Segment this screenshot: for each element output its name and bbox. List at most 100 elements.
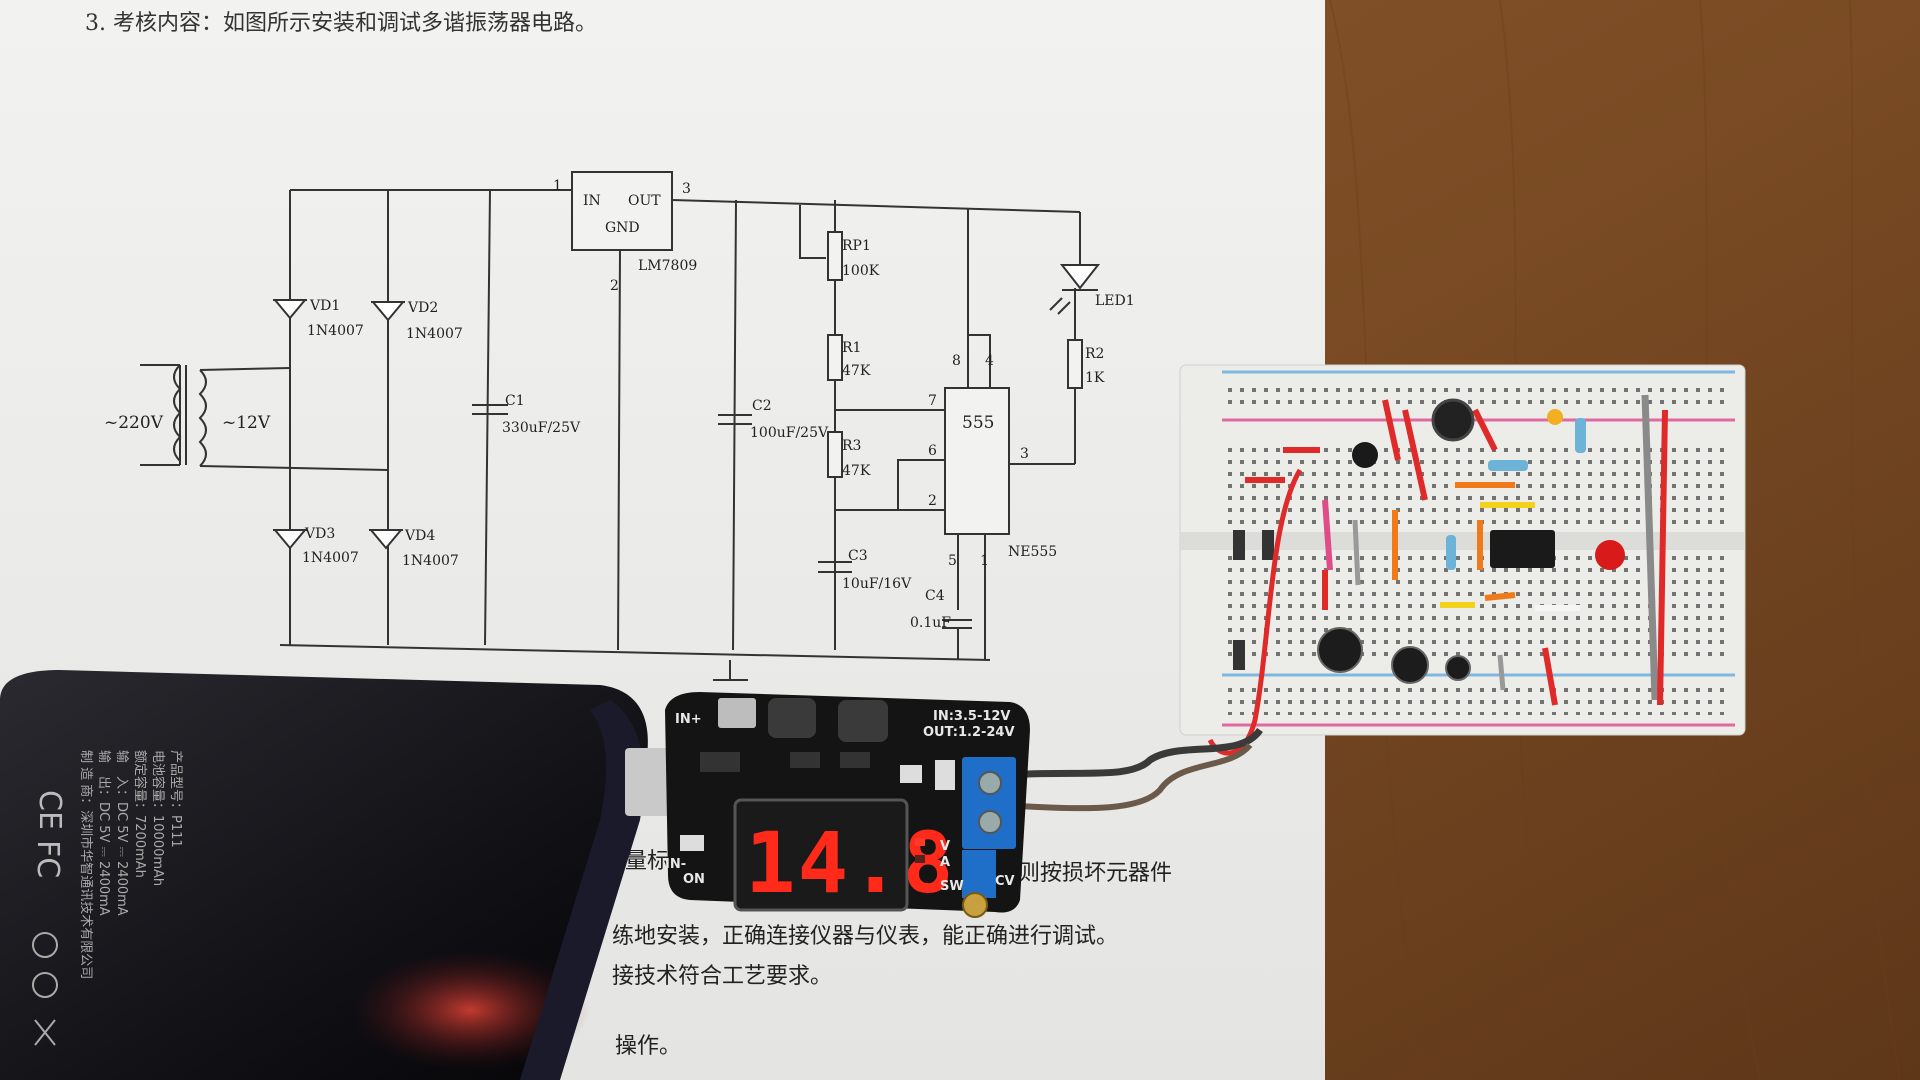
inductor-2	[838, 700, 888, 742]
screw-terminal	[962, 757, 1016, 849]
sw-label: SW	[940, 879, 964, 894]
transistor	[1352, 442, 1378, 468]
resistor-r1-value: 47K	[842, 363, 871, 379]
diode-vd3-ref: VD3	[304, 526, 335, 542]
body-line-1: 量标	[625, 849, 669, 874]
breadboard	[1179, 364, 1746, 756]
diode-2	[1262, 530, 1274, 560]
label-line-6: 制 造 商：深圳市华智通讯技术有限公司	[78, 750, 94, 979]
spec-line-1: IN:3.5-12V	[933, 709, 1011, 724]
diode-vd2-ref: VD2	[407, 300, 438, 316]
capacitor-medium	[1391, 646, 1429, 684]
body-line-3: 练地安装，正确连接仪器与仪表，能正确进行调试。	[612, 924, 1118, 949]
diode-vd2-part: 1N4007	[406, 326, 463, 342]
weee-icon	[34, 1019, 56, 1046]
capacitor-c2-ref: C2	[752, 398, 772, 414]
ic-pin-6: 6	[928, 443, 937, 459]
on-switch[interactable]	[680, 835, 704, 851]
ic-555-name: 555	[962, 413, 994, 433]
led1-label: LED1	[1095, 293, 1135, 309]
document-heading: 3. 考核内容：如图所示安装和调试多谐振荡器电路。	[85, 11, 597, 36]
transformer-secondary-label: ~12V	[222, 413, 271, 433]
resistor-r2-ref: R2	[1085, 346, 1104, 362]
seven-segment-display	[733, 798, 909, 912]
inductor-1	[768, 698, 816, 738]
on-label: ON	[683, 872, 705, 887]
document-body: 量标 则按损坏元器件 练地安装，正确连接仪器与仪表，能正确进行调试。 接技术符合…	[612, 849, 1172, 1059]
label-line-2: 电池容量：10000mAh	[150, 750, 166, 886]
capacitor-c1-value: 330uF/25V	[502, 420, 581, 436]
ic-pin-4: 4	[985, 353, 994, 369]
regulator-in-label: IN	[583, 193, 601, 209]
capacitor-c4-value: 0.1uF	[910, 615, 951, 631]
diode-vd4-part: 1N4007	[402, 553, 459, 569]
regulator-pin-2: 2	[610, 278, 619, 294]
resistor-r2-value: 1K	[1085, 370, 1105, 386]
resistor-blue	[1488, 460, 1528, 471]
trimmer-pot[interactable]	[962, 850, 996, 898]
ic-pin-7: 7	[928, 393, 937, 409]
label-line-4: 输 入：DC 5V ⎓ 2400mA	[114, 750, 130, 916]
resistor-blue-2	[1575, 418, 1586, 453]
diode-1	[1233, 530, 1245, 560]
resistor-rp1-ref: RP1	[842, 238, 871, 254]
capacitor-small	[1445, 655, 1471, 681]
capacitor-c3-value: 10uF/16V	[842, 576, 912, 592]
diode-vd4-ref: VD4	[404, 528, 435, 544]
diode-vd3-part: 1N4007	[302, 550, 359, 566]
resistor-r1-ref: R1	[842, 340, 861, 356]
body-line-2: 则按损坏元器件	[1018, 861, 1172, 886]
in-plus-label: IN+	[675, 712, 702, 727]
mode-v-led	[915, 838, 925, 846]
capacitor-c1-ref: C1	[505, 393, 525, 409]
potentiometer	[1431, 398, 1475, 442]
circuit-schematic	[140, 171, 1101, 681]
fc-mark: FC	[30, 840, 65, 878]
resistor-rp1-value: 100K	[842, 263, 880, 279]
output-cable-2	[1004, 742, 1253, 812]
mode-a-label: A	[940, 855, 950, 870]
transformer-primary-label: ~220V	[104, 413, 164, 433]
recycle-icon	[32, 932, 58, 958]
trimmer-screw[interactable]	[962, 892, 988, 918]
ic-pin-2: 2	[928, 493, 937, 509]
converter-board: 14.8 IN+ IN:3.5-12V OUT:1.2-24V V A SW C…	[665, 692, 1030, 918]
certification-icon	[32, 972, 58, 998]
cv-label: CV	[995, 874, 1015, 889]
regulator-pin-3: 3	[682, 181, 691, 197]
label-line-1: 产品型号：P111	[168, 750, 183, 848]
mode-v-label: V	[940, 839, 950, 854]
power-bank: CE FC 产品型号：P111 电池容量：10000mAh 额定容量：7200m…	[0, 670, 680, 1080]
micro-usb-port	[718, 698, 756, 728]
body-line-5: 操作。	[615, 1034, 681, 1059]
ic-pin-3: 3	[1020, 446, 1029, 462]
resistor-r3-ref: R3	[842, 438, 861, 454]
reflection	[350, 950, 590, 1070]
ceramic-capacitor	[1547, 409, 1563, 425]
label-line-5: 输 出：DC 5V ⎓ 2400mA	[96, 750, 112, 916]
label-line-3: 额定容量：7200mAh	[132, 750, 148, 878]
mode-a-led	[915, 855, 925, 863]
usb-plug	[625, 748, 675, 816]
output-cable-1	[1004, 727, 1263, 779]
diode-vd1-part: 1N4007	[307, 323, 364, 339]
ic-pin-8: 8	[952, 353, 961, 369]
resistor-blue-3	[1446, 535, 1456, 570]
in-minus-label: IN-	[665, 857, 686, 872]
regulator-part-label: LM7809	[638, 258, 697, 274]
capacitor-c2-value: 100uF/25V	[750, 425, 829, 441]
spec-line-2: OUT:1.2-24V	[923, 725, 1015, 740]
capacitor-c4-ref: C4	[925, 588, 945, 604]
ne555-chip	[1490, 530, 1555, 568]
ic-pin-1: 1	[980, 553, 989, 569]
body-line-4: 接技术符合工艺要求。	[612, 964, 832, 989]
regulator-pin-1: 1	[553, 178, 562, 194]
capacitor-c3-ref: C3	[848, 548, 868, 564]
red-led	[1595, 540, 1625, 570]
capacitor-large	[1317, 627, 1363, 673]
ic-pin-5: 5	[948, 553, 957, 569]
ce-mark: CE	[32, 790, 67, 830]
ic-part-label: NE555	[1008, 544, 1057, 560]
diode-3	[1233, 640, 1245, 670]
